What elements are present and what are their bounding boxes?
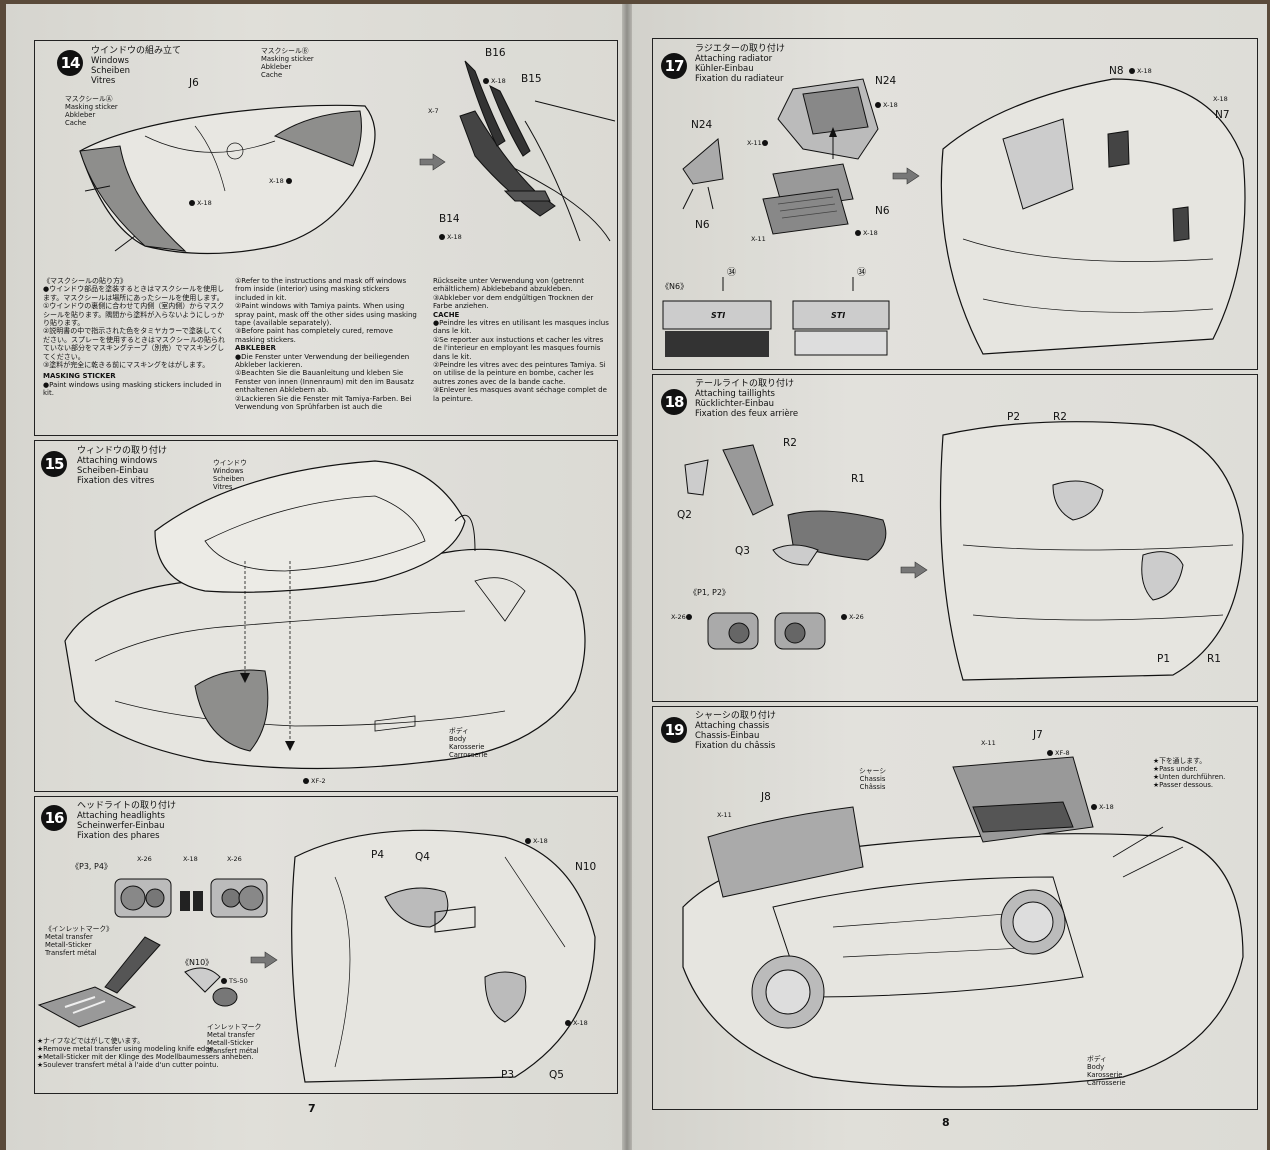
step-16-panel: 16 ヘッドライトの取り付け Attaching headlights Sche… [34,796,618,1094]
part-r1-label: R1 [851,473,865,485]
step-18-title: テールライトの取り付け Attaching taillights Rücklic… [695,379,799,419]
x11-label: X-11 [751,235,766,243]
metal-transfer-label: 《インレットマーク》 Metal transfer Metall-Sticker… [45,925,113,957]
part-n24-label: N24 [691,119,713,131]
x26-label: X-26 [137,855,152,863]
n6-detail-label: 《N6》 [661,282,689,291]
part-n24-label: N24 [875,75,897,87]
x26-label: X-26 [227,855,242,863]
step-18-panel: 18 テールライトの取り付け Attaching taillights Rück… [652,374,1258,702]
part-p3-label: P3 [501,1069,515,1081]
step-18-number: 18 [661,389,687,415]
body-callout: ボディ Body Karosserie Carrosserie [1087,1055,1126,1087]
part-n6-label: N6 [875,205,890,217]
part-n6-label: N6 [695,219,710,231]
p1-p2-label: 《P1, P2》 [689,588,730,597]
x18-label: X-18 [1213,95,1228,103]
x18-label: X-18 [855,229,878,237]
part-b14-label: B14 [439,213,460,225]
p3-p4-label: 《P3, P4》 [71,862,112,871]
part-p1-label: P1 [1157,653,1171,665]
decal-34-label: ㉞ [727,268,737,278]
part-r2-label: R2 [1053,411,1067,423]
x11-label: X-11 [747,139,770,147]
part-r1-label: R1 [1207,653,1221,665]
xf8-paint-label: XF-8 [1047,749,1070,757]
part-q5-label: Q5 [549,1069,564,1081]
x7-label: X-7 [428,107,439,115]
part-n7-label: N7 [1215,109,1230,121]
ts50-paint-label: TS-50 [221,977,248,985]
x11-label: X-11 [981,739,996,747]
x18-label: X-18 [183,855,198,863]
step-19-chassis-diagram [682,756,1244,1088]
part-q2-label: Q2 [677,509,692,521]
page-number-left: 7 [308,1102,316,1115]
step-19-panel: 19 シャーシの取り付け Attaching chassis Chassis-E… [652,706,1258,1110]
masking-b-label: マスクシールⒷ Masking sticker Abkleber Cache [261,47,314,79]
step-19-title: シャーシの取り付け Attaching chassis Chassis-Einb… [695,711,776,751]
part-j8-label: J8 [761,791,771,803]
step-14-number: 14 [57,50,83,76]
x26-label: X-26 [671,613,694,621]
part-b16-label: B16 [485,47,506,59]
part-b15-label: B15 [521,73,542,85]
decal-34-label: ㉞ [857,268,867,278]
step-16-headlight-diagram [37,829,596,1083]
step-16-number: 16 [41,805,67,831]
part-q4-label: Q4 [415,851,430,863]
step-15-car-body-diagram [64,460,586,770]
n10-detail-label: 《N10》 [181,958,214,967]
part-q3-label: Q3 [735,545,750,557]
step-17-radiator-diagram [662,78,1246,357]
part-p4-label: P4 [371,849,385,861]
step-14-panel: 14 ウインドウの組み立て Windows Scheiben Vitres マス… [34,40,618,436]
sti-logo: STI [711,311,726,320]
x18-label: X-18 [875,101,898,109]
book-spine [622,4,632,1150]
masking-text-en-de: ①Refer to the instructions and mask off … [235,277,417,412]
xf2-paint-label: XF-2 [303,777,326,785]
x18-label: X-18 [189,199,212,207]
x18-label: X-18 [269,177,294,185]
x26-label: X-26 [841,613,864,621]
masking-a-label: マスクシールⒶ Masking sticker Abkleber Cache [65,95,118,127]
x18-label: X-18 [565,1019,588,1027]
step-18-taillight-diagram [684,421,1244,681]
step-15-title: ウィンドウの取り付け Attaching windows Scheiben-Ei… [77,446,168,486]
x11-label: X-11 [717,811,732,819]
windows-callout: ウインドウ Windows Scheiben Vitres [213,459,247,491]
x18-label: X-18 [483,77,506,85]
step-15-number: 15 [41,451,67,477]
masking-text-de-fr: Rückseite unter Verwendung von (getrennt… [433,277,609,403]
body-callout: ボディ Body Karosserie Carrosserie [449,727,488,759]
x18-label: X-18 [1129,67,1152,75]
step-14-windows-diagram [79,60,616,255]
step-14-title: ウインドウの組み立て Windows Scheiben Vitres [91,46,182,86]
step-15-panel: 15 ウィンドウの取り付け Attaching windows Scheiben… [34,440,618,792]
x18-label: X-18 [525,837,548,845]
part-p2-label: P2 [1007,411,1021,423]
x18-label: X-18 [1091,803,1114,811]
part-r2-label: R2 [783,437,797,449]
pass-under-note: ★下を通します。 ★Pass under. ★Unten durchführen… [1153,757,1226,789]
part-n10-label: N10 [575,861,597,873]
masking-text-jp: 《マスクシールの貼り方》 ●ウインドウ部品を塗装するときはマスクシールを使用しま… [43,277,225,398]
metal-transfer-callout: インレットマーク Metal transfer Metall-Sticker T… [207,1023,262,1055]
step-19-number: 19 [661,717,687,743]
step-17-number: 17 [661,53,687,79]
part-n8-label: N8 [1109,65,1124,77]
sti-logo: STI [831,311,846,320]
step-17-panel: 17 ラジエターの取り付け Attaching radiator Kühler-… [652,38,1258,370]
part-j7-label: J7 [1033,729,1043,741]
step-17-title: ラジエターの取り付け Attaching radiator Kühler-Ein… [695,44,785,84]
metal-transfer-notes: ★ナイフなどではがして使います。 ★Remove metal transfer … [37,1037,254,1069]
part-j6-label: J6 [189,77,199,89]
x18-label: X-18 [439,233,462,241]
step-16-title: ヘッドライトの取り付け Attaching headlights Scheinw… [77,801,177,841]
chassis-callout: シャーシ Chassis Châssis [859,767,887,791]
page-number-right: 8 [942,1116,950,1129]
